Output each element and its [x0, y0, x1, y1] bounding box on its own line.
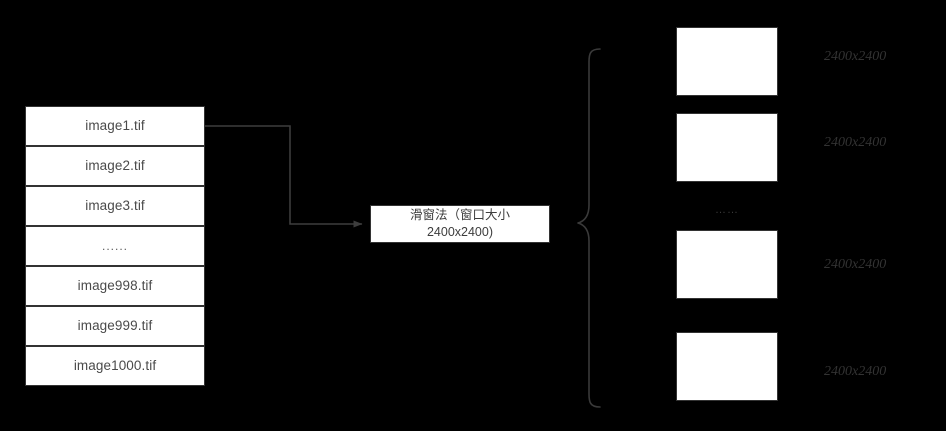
ellipsis-label: ......: [101, 239, 128, 253]
output-tile[interactable]: [676, 113, 778, 182]
output-tile[interactable]: [676, 332, 778, 401]
process-box-line-2: 2400x2400): [426, 225, 493, 239]
list-item[interactable]: image2.tif: [25, 146, 205, 186]
ellipsis-label: ……: [715, 203, 739, 216]
process-box-label: 滑窗法（窗口大小 2400x2400): [410, 207, 510, 241]
output-tile[interactable]: [676, 230, 778, 299]
list-item[interactable]: image1000.tif: [25, 346, 205, 386]
tile-size-label: 2400x2400: [824, 135, 887, 150]
tile-size-label: 2400x2400: [824, 257, 887, 272]
file-name-label: image2.tif: [85, 158, 145, 174]
list-item[interactable]: image999.tif: [25, 306, 205, 346]
process-box-line-1: 滑窗法（窗口大小: [409, 208, 510, 223]
list-item[interactable]: image1.tif: [25, 106, 205, 146]
tile-size-label: 2400x2400: [824, 364, 887, 379]
file-name-label: image998.tif: [77, 278, 153, 294]
output-tiles-ellipsis: ……: [676, 200, 778, 220]
input-file-list: image1.tif image2.tif image3.tif ...... …: [25, 106, 205, 386]
list-item[interactable]: image3.tif: [25, 186, 205, 226]
file-name-label: image999.tif: [77, 318, 153, 334]
list-item[interactable]: image998.tif: [25, 266, 205, 306]
output-tile[interactable]: [676, 27, 778, 96]
list-item-ellipsis: ......: [25, 226, 205, 266]
process-box[interactable]: 滑窗法（窗口大小 2400x2400): [370, 205, 550, 243]
file-name-label: image1000.tif: [73, 358, 157, 374]
tile-size-label: 2400x2400: [824, 49, 887, 64]
file-name-label: image3.tif: [85, 198, 145, 214]
file-name-label: image1.tif: [85, 118, 145, 134]
